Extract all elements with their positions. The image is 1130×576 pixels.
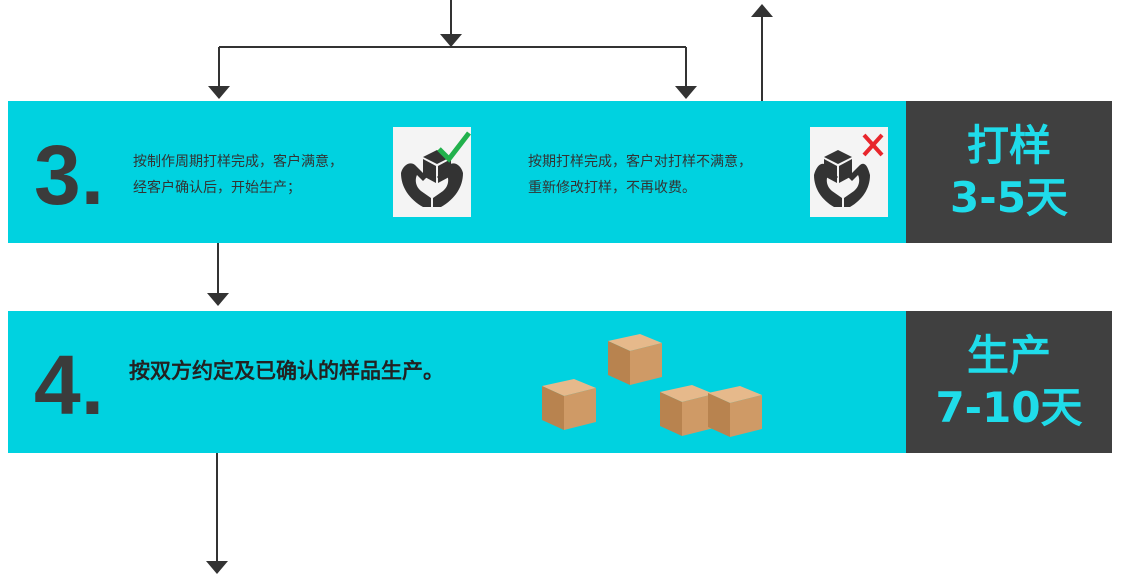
step-4-duration-panel: 生产 7-10天	[906, 311, 1112, 453]
arrowhead-out	[206, 561, 228, 574]
step-3-fail-text: 按期打样完成，客户对打样不满意， 重新修改打样，不再收费。	[528, 149, 752, 201]
step-3-side-title: 打样	[966, 121, 1051, 170]
box-1	[608, 334, 662, 385]
fail-text-line2: 重新修改打样，不再收费。	[528, 180, 696, 196]
pass-text-line2: 经客户确认后，开始生产；	[133, 180, 301, 196]
arrowhead-step4	[207, 293, 229, 306]
cardboard-boxes-illustration	[542, 334, 762, 437]
arrowhead-right	[675, 86, 697, 99]
step-3-number: 3.	[34, 128, 105, 222]
step-4-number: 4.	[34, 338, 105, 432]
step-4-side-duration: 7-10天	[935, 383, 1083, 432]
box-2	[542, 379, 596, 430]
step-3-band: 3. 按制作周期打样完成，客户满意， 经客户确认后，开始生产； 按期打样完成，客…	[8, 101, 1112, 243]
hands-box-cross-icon	[810, 127, 888, 217]
step-3-pass-text: 按制作周期打样完成，客户满意， 经客户确认后，开始生产；	[133, 149, 343, 201]
box-3	[660, 385, 714, 436]
step-3-side-duration: 3-5天	[950, 173, 1068, 222]
step-4-band: 4. 按双方约定及已确认的样品生产。 生产 7-10天	[8, 311, 1112, 453]
pass-text-line1: 按制作周期打样完成，客户满意，	[133, 154, 343, 170]
fail-text-line1: 按期打样完成，客户对打样不满意，	[528, 154, 752, 170]
arrowhead-left	[208, 86, 230, 99]
step-4-text: 按双方约定及已确认的样品生产。	[129, 359, 444, 383]
arrowhead-incoming	[440, 34, 462, 47]
step-4-side-title: 生产	[966, 331, 1051, 380]
arrowhead-up	[751, 4, 773, 17]
step-3-duration-panel: 打样 3-5天	[906, 101, 1112, 243]
box-4	[708, 386, 762, 437]
hands-box-check-icon	[393, 127, 471, 217]
